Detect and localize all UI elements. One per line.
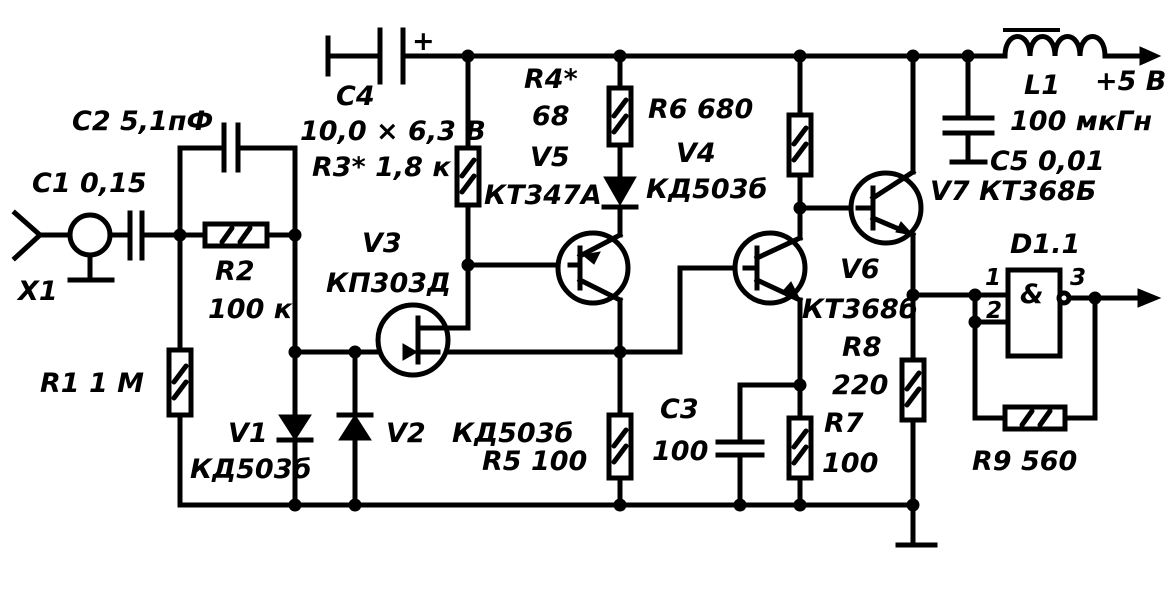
label-v2-type: КД503б bbox=[452, 418, 573, 449]
label-c3-value: 100 bbox=[652, 436, 708, 467]
label-c2: C2 5,1пФ bbox=[72, 106, 213, 137]
transistor-v3-fet bbox=[375, 302, 451, 378]
inductor-l1 bbox=[1002, 28, 1162, 66]
label-c3-name: C3 bbox=[660, 394, 699, 425]
resistor-r1 bbox=[166, 347, 194, 418]
resistor-r6 bbox=[606, 85, 634, 148]
label-v1-name: V1 bbox=[228, 418, 268, 449]
diode-v1 bbox=[276, 414, 314, 443]
label-c1: C1 0,15 bbox=[32, 168, 147, 199]
label-r4-name: R4* bbox=[524, 64, 578, 95]
label-pin1: 1 bbox=[985, 265, 1001, 291]
label-v4-name: V4 bbox=[676, 138, 716, 169]
label-d1-name: D1.1 bbox=[1010, 229, 1080, 260]
transistor-v5 bbox=[555, 230, 631, 306]
label-c4-value: 10,0 × 6,3 В bbox=[300, 116, 486, 147]
label-v6-type: КТ368б bbox=[802, 294, 918, 325]
resistor-r5 bbox=[606, 412, 634, 481]
capacitor-c2 bbox=[221, 122, 241, 173]
label-r8-value: 220 bbox=[832, 370, 888, 401]
labels: C1 0,15 X1 C2 5,1пФ R2 100 к R1 1 М V1 К… bbox=[16, 26, 1166, 485]
label-r5: R5 100 bbox=[482, 446, 587, 477]
label-d1-symbol: & bbox=[1020, 279, 1044, 310]
label-r4-value: 68 bbox=[532, 101, 570, 132]
label-c4-name: C4 bbox=[336, 81, 375, 112]
transistor-v6 bbox=[732, 230, 808, 306]
label-pin2: 2 bbox=[986, 298, 1002, 324]
label-r9: R9 560 bbox=[972, 446, 1077, 477]
resistor-r9 bbox=[1002, 404, 1068, 432]
label-r2-value: 100 к bbox=[208, 294, 293, 325]
label-c4-plus: + bbox=[412, 26, 435, 57]
label-v5-name: V5 bbox=[530, 142, 570, 173]
capacitor-c4 bbox=[325, 27, 406, 85]
capacitor-c5 bbox=[942, 115, 995, 136]
label-v3-name: V3 bbox=[362, 228, 402, 259]
capacitor-c1 bbox=[127, 210, 145, 261]
label-v5-type: КТ347А bbox=[484, 180, 602, 211]
label-v6-name: V6 bbox=[840, 254, 880, 285]
resistor-r8 bbox=[899, 357, 927, 423]
capacitor-c3 bbox=[715, 439, 765, 458]
label-l1-value: 100 мкГн bbox=[1010, 106, 1152, 137]
label-v7: V7 КТ368Б bbox=[930, 176, 1097, 207]
wires bbox=[37, 53, 1148, 548]
label-r3: R3* 1,8 к bbox=[312, 152, 451, 183]
diode-v2 bbox=[336, 412, 374, 441]
label-l1-name: L1 bbox=[1024, 70, 1060, 101]
label-v3-type: КП303Д bbox=[326, 268, 451, 299]
label-r8-name: R8 bbox=[842, 332, 882, 363]
transistor-v7 bbox=[848, 168, 924, 246]
label-r7-name: R7 bbox=[824, 408, 864, 439]
resistor-r7 bbox=[786, 415, 814, 481]
resistor-r3 bbox=[454, 145, 482, 208]
label-supply: +5 В bbox=[1095, 66, 1166, 97]
junctions bbox=[173, 49, 1102, 512]
label-v4-type: КД503б bbox=[646, 174, 767, 205]
label-x1: X1 bbox=[16, 276, 58, 307]
label-pin3: 3 bbox=[1070, 265, 1086, 291]
label-r2-name: R2 bbox=[215, 256, 255, 287]
resistor-r2 bbox=[202, 221, 270, 249]
label-r6: R6 680 bbox=[648, 94, 753, 125]
label-v1-type: КД503б bbox=[190, 454, 311, 485]
diode-v4 bbox=[601, 176, 639, 210]
label-r7-value: 100 bbox=[822, 448, 878, 479]
label-r1: R1 1 М bbox=[40, 368, 144, 399]
label-c5: C5 0,01 bbox=[990, 146, 1105, 177]
label-v2-name: V2 bbox=[386, 418, 426, 449]
resistor-collector-v6 bbox=[786, 112, 814, 178]
x1-connector bbox=[11, 209, 115, 283]
logic-gate-d1 bbox=[1005, 267, 1162, 359]
